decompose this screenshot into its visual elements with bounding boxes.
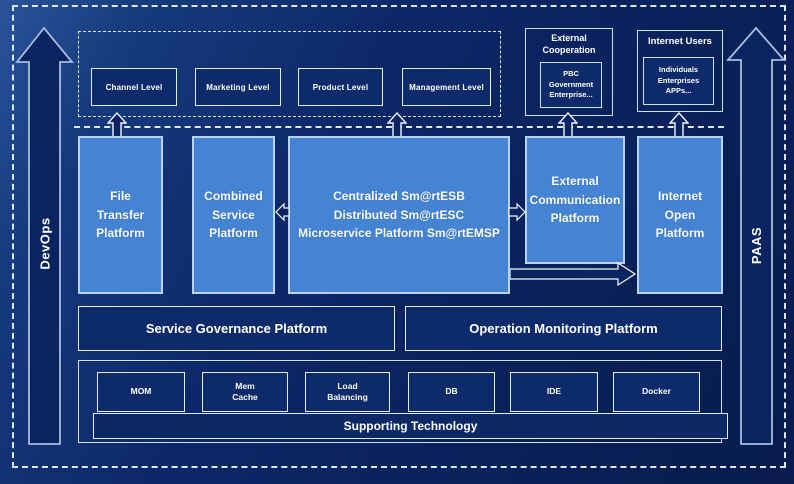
tech-box-db: DB xyxy=(408,372,495,412)
paas-rail: PAAS xyxy=(727,180,787,310)
flow-arrow-icon xyxy=(510,262,637,286)
external-cooperation-members-box: PBC Government Enterprise... xyxy=(540,62,602,108)
level-label: Product Level xyxy=(312,82,369,92)
tech-box-docker: Docker xyxy=(613,372,700,412)
external-cooperation-title: External Cooperation xyxy=(542,33,596,55)
tech-label: IDE xyxy=(546,386,562,397)
level-box-product: Product Level xyxy=(298,68,383,106)
internet-open-platform-box: Internet Open Platform xyxy=(637,136,723,294)
tech-label: Docker xyxy=(642,386,671,397)
central-bus-platform-box: Centralized Sm@rtESB Distributed Sm@rtES… xyxy=(288,136,510,294)
tech-label: MOM xyxy=(130,386,152,397)
paas-rail-label: PAAS xyxy=(749,226,765,264)
tech-label: DB xyxy=(445,386,458,397)
left-arrow-icon xyxy=(275,202,290,222)
level-label: Management Level xyxy=(409,82,484,92)
combined-service-platform-box: Combined Service Platform xyxy=(192,136,275,294)
tech-box-mom: MOM xyxy=(97,372,185,412)
service-governance-platform-label: Service Governance Platform xyxy=(145,321,328,336)
devops-arrow-icon xyxy=(15,26,74,445)
external-communication-platform-label: External Communication Platform xyxy=(529,174,621,226)
supporting-technology-bar: Supporting Technology xyxy=(93,413,728,439)
tech-box-load-balancing: Load Balancing xyxy=(305,372,390,412)
level-box-management: Management Level xyxy=(402,68,491,106)
paas-arrow-icon xyxy=(726,26,786,445)
external-communication-platform-box: External Communication Platform xyxy=(525,136,625,264)
internet-users-title: Internet Users xyxy=(648,36,712,47)
right-arrow-icon xyxy=(508,202,526,222)
tech-box-ide: IDE xyxy=(510,372,598,412)
levels-panel xyxy=(78,31,501,117)
file-transfer-platform-box: File Transfer Platform xyxy=(78,136,163,294)
supporting-technology-label: Supporting Technology xyxy=(343,419,478,433)
tech-box-mem-cache: Mem Cache xyxy=(202,372,288,412)
level-label: Channel Level xyxy=(105,82,163,92)
internet-users-members: Individuals Enterprises APPs... xyxy=(657,64,700,96)
service-governance-platform-box: Service Governance Platform xyxy=(78,306,395,351)
internet-open-platform-label: Internet Open Platform xyxy=(655,189,705,241)
operation-monitoring-platform-box: Operation Monitoring Platform xyxy=(405,306,722,351)
level-label: Marketing Level xyxy=(206,82,270,92)
operation-monitoring-platform-label: Operation Monitoring Platform xyxy=(469,321,658,336)
devops-rail: DevOps xyxy=(15,178,75,308)
outer-dashed-frame xyxy=(12,5,786,468)
file-transfer-platform-label: File Transfer Platform xyxy=(96,189,145,241)
supporting-technology-panel xyxy=(78,360,722,443)
internet-users-box: Internet Users xyxy=(637,30,723,112)
level-box-channel: Channel Level xyxy=(91,68,177,106)
external-cooperation-members: PBC Government Enterprise... xyxy=(548,68,594,100)
tech-label: Mem Cache xyxy=(232,380,258,402)
devops-rail-label: DevOps xyxy=(37,216,53,270)
central-bus-platform-label: Centralized Sm@rtESB Distributed Sm@rtES… xyxy=(298,189,500,241)
level-box-marketing: Marketing Level xyxy=(195,68,281,106)
tech-label: Load Balancing xyxy=(327,380,368,402)
combined-service-platform-label: Combined Service Platform xyxy=(204,189,263,241)
internet-users-members-box: Individuals Enterprises APPs... xyxy=(643,57,714,105)
